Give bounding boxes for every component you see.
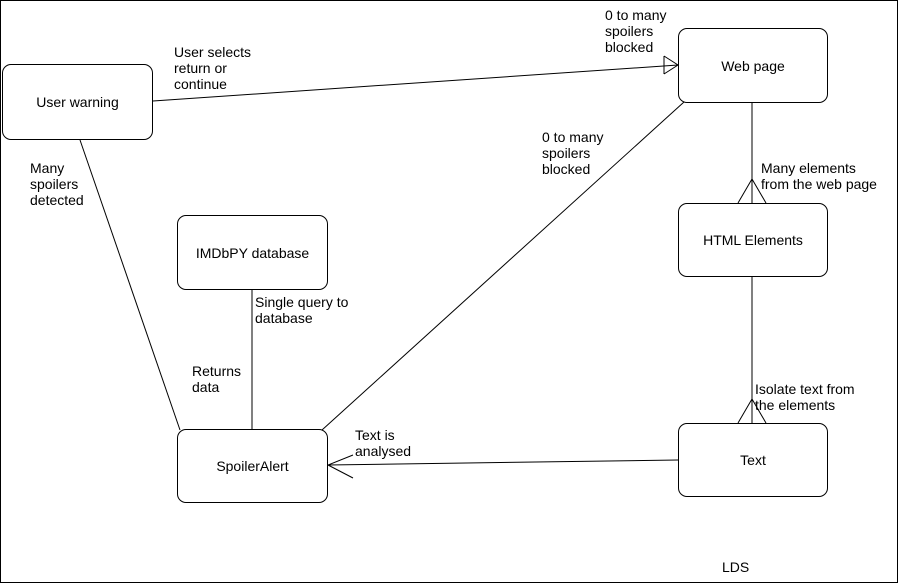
- crowfoot-spoileralert-right: [326, 454, 354, 479]
- node-html-elements: HTML Elements: [678, 203, 828, 277]
- label-single-query: Single query to database: [255, 294, 349, 326]
- node-html-elements-label: HTML Elements: [703, 232, 803, 248]
- node-imdbpy-database-label: IMDbPY database: [195, 244, 310, 261]
- node-imdbpy-database: IMDbPY database: [177, 215, 328, 290]
- label-text-analysed: Text is analysed: [355, 427, 412, 459]
- label-zero-many-top: 0 to many spoilers blocked: [605, 7, 667, 55]
- label-many-spoilers: Many spoilers detected: [30, 160, 84, 208]
- footer-initials: LDS: [722, 559, 750, 575]
- node-user-warning: User warning: [2, 64, 153, 140]
- label-zero-many-mid: 0 to many spoilers blocked: [542, 129, 604, 177]
- edge-user-warning-spoileralert: [79, 139, 181, 431]
- label-many-elements: Many elements from the web page: [761, 160, 877, 192]
- node-web-page-label: Web page: [721, 57, 785, 74]
- node-spoileralert: SpoilerAlert: [177, 429, 328, 503]
- label-user-selects: User selects return or continue: [174, 44, 252, 92]
- crowfoot-text-top: [737, 398, 767, 424]
- node-web-page: Web page: [678, 28, 828, 103]
- node-spoileralert-label: SpoilerAlert: [216, 458, 289, 474]
- edge-user-warning-web-page: [152, 64, 679, 102]
- label-returns-data: Returns data: [192, 363, 242, 395]
- node-text: Text: [678, 423, 828, 497]
- edge-web-page-spoileralert: [321, 101, 685, 431]
- node-text-label: Text: [740, 452, 766, 468]
- label-isolate-text: Isolate text from the elements: [755, 381, 855, 413]
- crowfoot-html-elements-top: [737, 178, 767, 204]
- node-user-warning-label: User warning: [36, 94, 119, 110]
- edge-text-spoileralert: [327, 459, 679, 466]
